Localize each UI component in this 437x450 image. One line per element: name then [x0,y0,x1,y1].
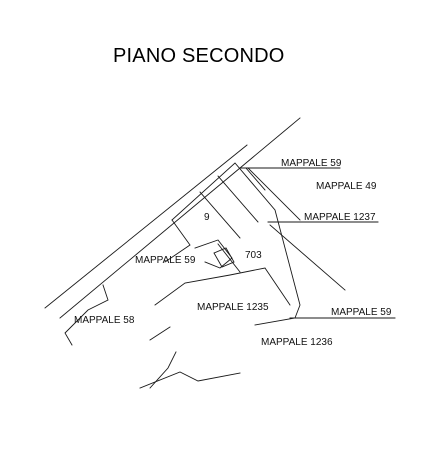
outline-left-upper [164,219,191,263]
boundary-right-1 [247,167,301,221]
plan-title: PIANO SECONDO [113,45,285,67]
label-mappale-59-left: MAPPALE 59 [135,255,196,266]
bottom-edge [139,371,241,389]
label-mappale-1237: MAPPALE 1237 [304,212,376,223]
street-line-outer [59,117,301,319]
division-lower-2 [149,326,171,341]
label-703: 703 [245,250,262,261]
plan-lines [44,117,396,389]
label-mappale-59-top: MAPPALE 59 [281,158,342,169]
inner-diagonal-1 [199,191,241,239]
room-divider [217,243,241,273]
division-lower [154,267,291,306]
label-mappale-58: MAPPALE 58 [74,315,135,326]
boundary-right-2 [269,224,346,291]
street-line-inner [44,144,248,309]
room-703 [194,239,233,269]
parcel-labels: MAPPALE 59 MAPPALE 49 MAPPALE 1237 9 MAP… [74,158,392,348]
label-mappale-49: MAPPALE 49 [316,181,377,192]
inner-diagonal-3 [245,167,266,191]
inner-diagonal-2 [217,175,259,223]
bottom-stub [149,351,177,389]
label-9: 9 [204,212,210,223]
parcel-block [171,162,301,326]
label-mappale-59-right: MAPPALE 59 [331,307,392,318]
label-mappale-1235: MAPPALE 1235 [197,302,269,313]
label-mappale-1236: MAPPALE 1236 [261,337,333,348]
outline-left [64,284,109,346]
